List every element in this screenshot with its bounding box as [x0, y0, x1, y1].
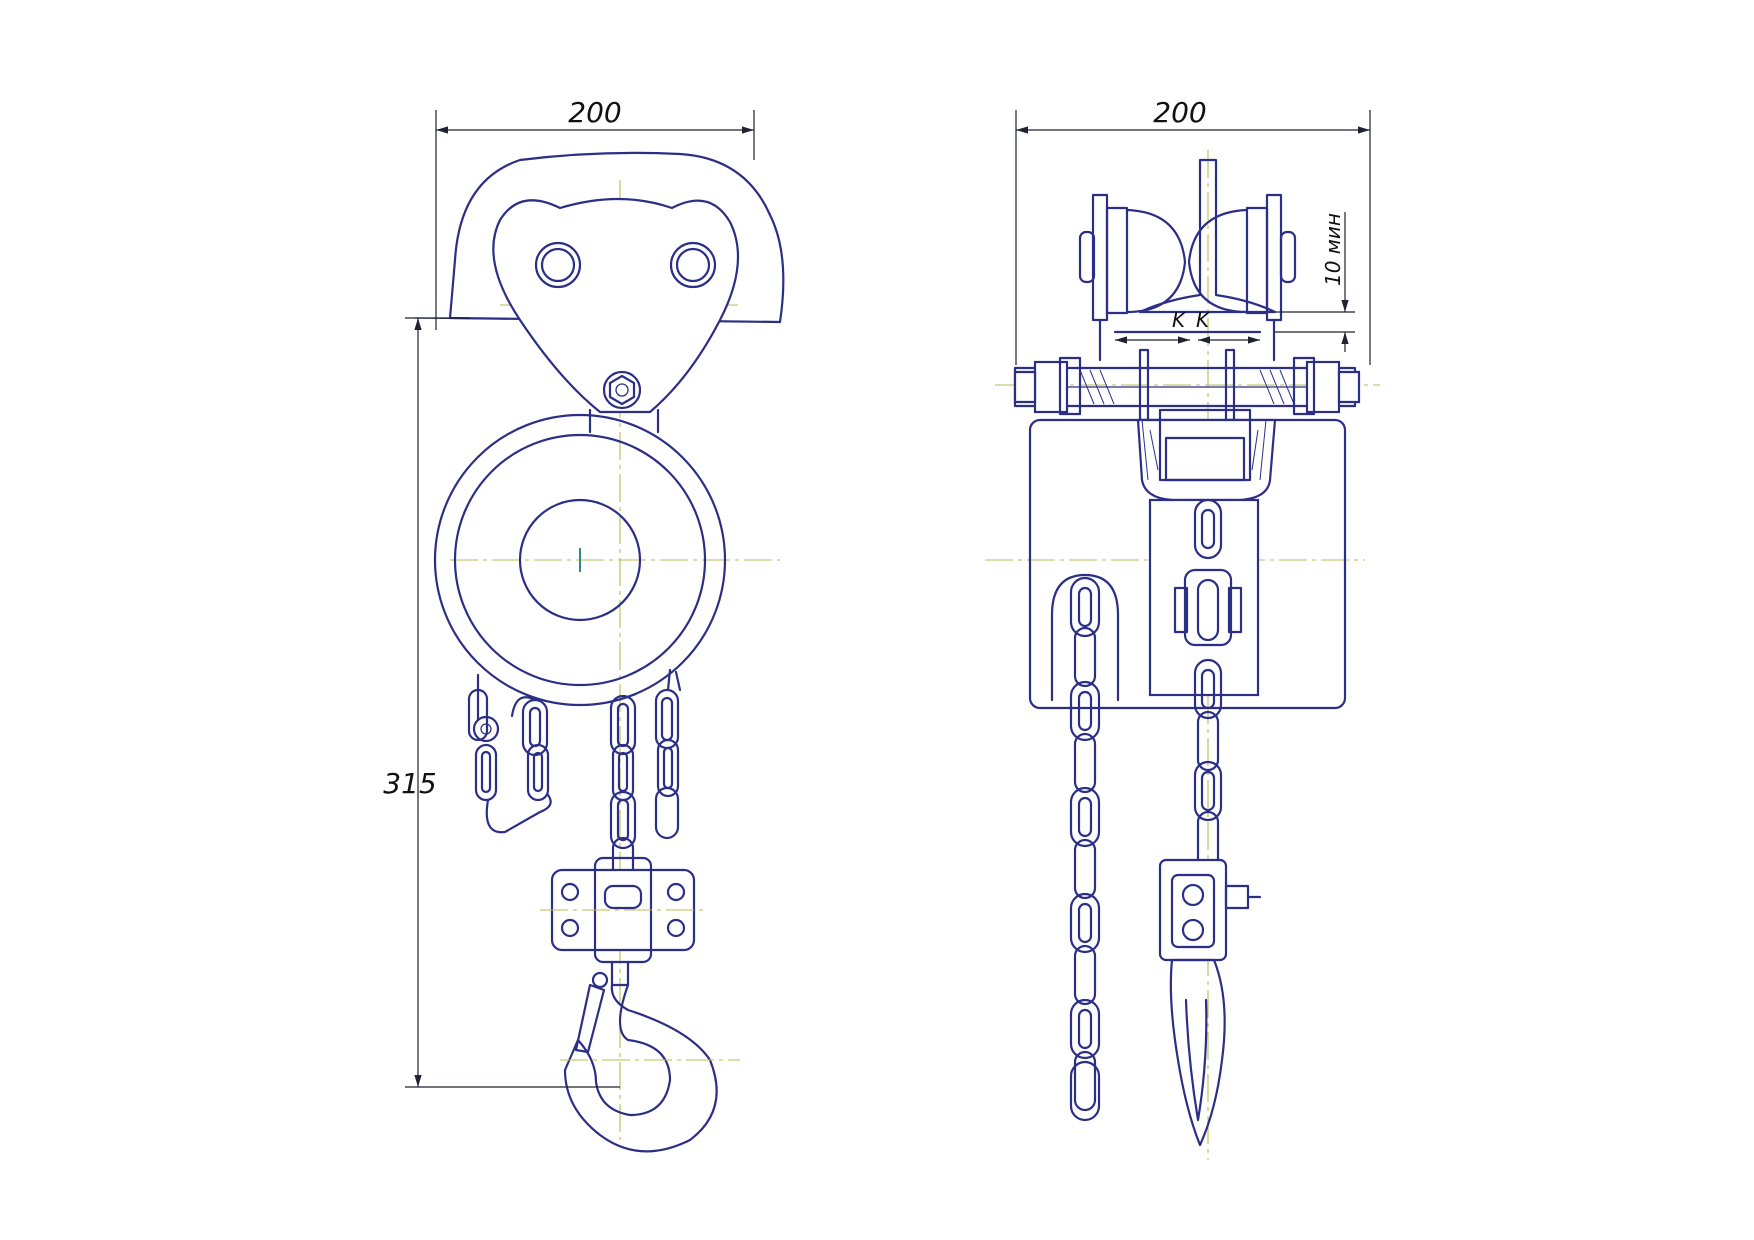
clearance-dimension: 10 мин — [1321, 213, 1345, 286]
hand-chain-side — [1069, 576, 1101, 1122]
wheel-axle-right — [669, 241, 717, 289]
hand-chain-guide — [1050, 573, 1120, 702]
side-plate — [492, 197, 740, 414]
suspension-nut — [602, 370, 642, 410]
wheel-axle-left — [534, 241, 582, 289]
front-height-dimension: 315 — [383, 767, 436, 800]
front-view: 200 315 — [383, 96, 785, 1153]
hand-chain-loop — [467, 673, 552, 834]
trolley-housing — [448, 151, 785, 324]
front-width-dimension: 200 — [568, 96, 621, 129]
hoist-body-hub — [518, 498, 642, 622]
side-view: 200 10 мин K K — [985, 96, 1380, 1160]
hook-side — [1169, 958, 1226, 1147]
trolley-axle — [1013, 330, 1361, 422]
gap-label-left: K — [1172, 308, 1187, 332]
hook-block-side — [1158, 858, 1262, 962]
load-chain-side — [1173, 498, 1243, 872]
gap-label-right: K — [1196, 308, 1211, 332]
hook — [560, 960, 740, 1153]
side-width-dimension: 200 — [1153, 96, 1206, 129]
trolley-wheels — [1078, 193, 1297, 362]
suspension-yoke — [1136, 408, 1277, 697]
hook-block — [540, 856, 706, 964]
hoist-body-outer — [433, 413, 727, 707]
load-chain-front — [609, 668, 682, 890]
